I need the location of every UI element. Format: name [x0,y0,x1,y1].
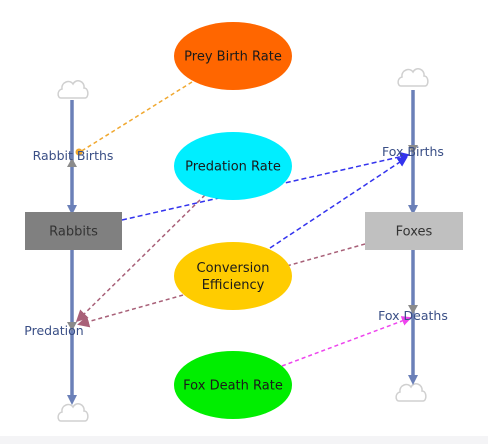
prey-birth-link [79,81,193,153]
fox-death-rate-label: Fox Death Rate [183,379,283,394]
fox-deaths-valve [408,305,418,314]
prey-birth-link-end [75,148,83,156]
conversion-efficiency-label-line1: Conversion [197,261,270,276]
flow-fox-births-label[interactable]: Fox Births [382,144,444,159]
variable-fox-death-rate[interactable]: Fox Death Rate [174,351,292,419]
cloud-icon [57,403,89,422]
variable-predation-rate[interactable]: Predation Rate [174,132,292,200]
stock-rabbits-label: Rabbits [49,225,98,240]
cloud-icon [397,68,429,87]
fox-births-valve [408,145,418,154]
canvas-bottom-strip [0,436,488,444]
conversion-to-fox-births-link [269,156,408,249]
cloud-icon [395,383,427,402]
stock-foxes[interactable]: Foxes [365,212,463,250]
stock-rabbits[interactable]: Rabbits [25,212,122,250]
variable-conversion-efficiency[interactable]: Conversion Efficiency [174,242,292,310]
prey-birth-rate-label: Prey Birth Rate [184,50,282,65]
flow-fox-deaths-label[interactable]: Fox Deaths [378,308,448,323]
fox-death-rate-link [281,316,412,367]
variable-prey-birth-rate[interactable]: Prey Birth Rate [174,22,292,90]
flow-predation-label[interactable]: Predation [24,323,83,338]
stock-foxes-label: Foxes [396,225,433,240]
conversion-efficiency-label-line2: Efficiency [202,278,265,293]
predation-rate-label: Predation Rate [185,160,281,175]
predation-rate-to-predation-link [75,194,206,323]
cloud-icon [57,80,89,99]
flow-rabbit-births-label[interactable]: Rabbit Births [33,148,114,163]
predation-valve [67,322,77,331]
rabbit-births-valve [67,158,77,167]
